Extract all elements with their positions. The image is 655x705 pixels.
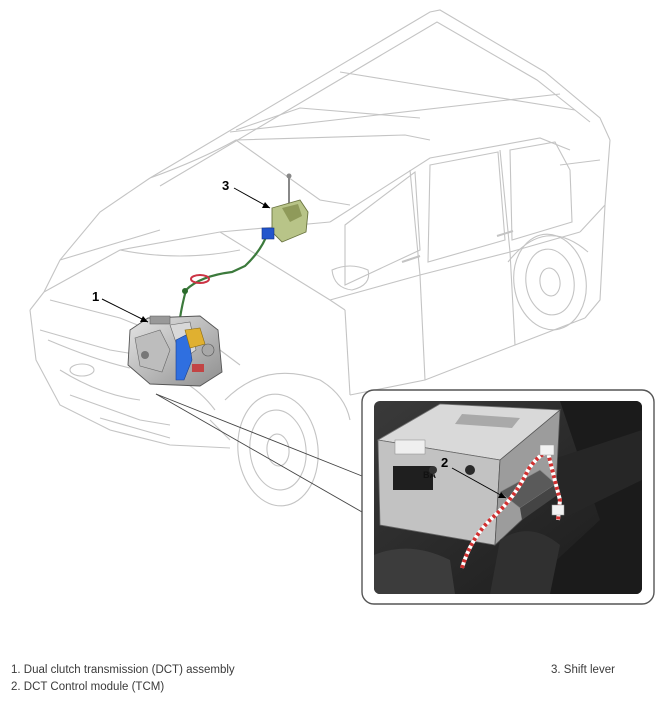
legend-item-tcm: 2. DCT Control module (TCM) (11, 681, 165, 693)
shift-lever (261, 173, 309, 243)
inset-leader-lines (155, 393, 363, 513)
callout-2: 2 (441, 455, 507, 499)
legend-left: 1. Dual clutch transmission (DCT) assemb… (11, 662, 235, 696)
legend-item-shift-lever: 3. Shift lever (551, 664, 615, 676)
svg-text:2: 2 (441, 455, 448, 470)
callout-3: 3 (222, 178, 271, 209)
svg-text:1: 1 (92, 289, 99, 304)
svg-text:3: 3 (222, 178, 229, 193)
battery-label: BA (423, 470, 436, 480)
component-location-diagram: 1 3 BA (29, 9, 655, 605)
battery: BA (376, 403, 562, 546)
dct-assembly (127, 315, 223, 387)
legend-right: 3. Shift lever (551, 662, 615, 679)
grommet (190, 274, 210, 284)
tcm-harness (460, 450, 549, 569)
shift-cable (185, 231, 270, 291)
callout-1: 1 (92, 289, 149, 323)
legend-item-dct: 1. Dual clutch transmission (DCT) assemb… (11, 664, 235, 676)
tcm-inset: BA 2 (361, 389, 655, 605)
